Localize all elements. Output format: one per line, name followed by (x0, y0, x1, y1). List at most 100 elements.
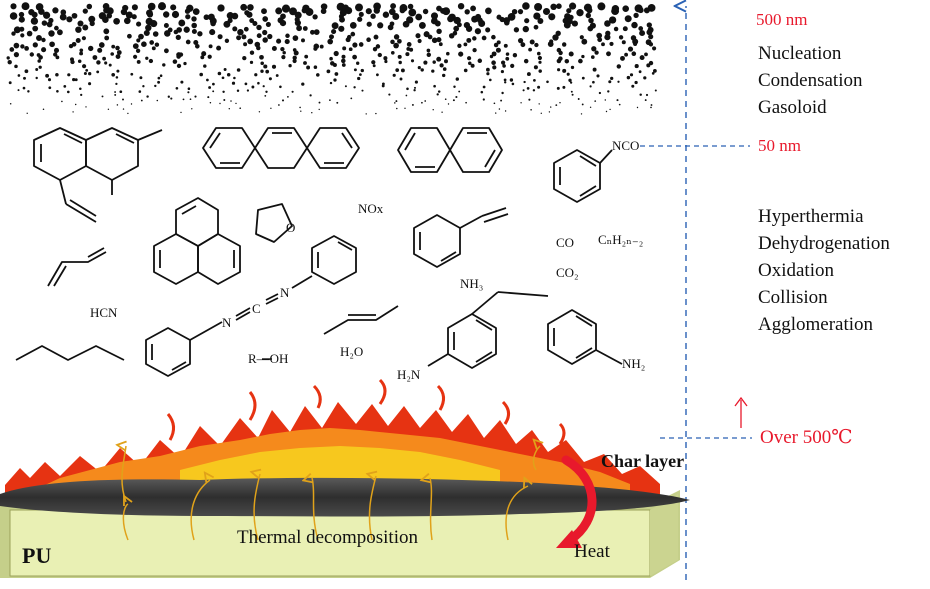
particle-dot (262, 37, 268, 43)
particle-dot (257, 81, 260, 85)
particle-dot (596, 32, 603, 39)
particle-dot (441, 73, 446, 78)
particle-dot (333, 50, 339, 57)
particle-dot (638, 70, 642, 74)
particle-dot (533, 79, 536, 82)
particle-dot (442, 7, 451, 16)
particle-dot (548, 111, 551, 113)
particle-dot (581, 54, 585, 59)
particle-dot (249, 50, 255, 55)
particle-dot (467, 56, 472, 61)
particle-dot (313, 65, 318, 69)
particle-dot (249, 18, 255, 24)
particle-dot (201, 51, 207, 57)
particle-dot (223, 20, 231, 28)
particle-dot (528, 47, 533, 52)
particle-dot (407, 3, 414, 10)
particle-dot (310, 29, 315, 35)
particle-dot (171, 10, 180, 19)
particle-dot (361, 89, 364, 92)
particle-dot (110, 52, 114, 56)
particle-dot (9, 12, 18, 20)
particle-dot (116, 104, 119, 106)
particle-dot (119, 90, 123, 94)
particle-dot (604, 34, 611, 41)
particle-dot (236, 89, 240, 92)
particle-dot (598, 91, 602, 95)
particle-dot (82, 64, 87, 69)
particle-dot (23, 76, 26, 80)
particle-dot (254, 73, 258, 77)
particle-dot (79, 51, 84, 56)
particle-dot (415, 33, 421, 39)
particle-dot (157, 76, 161, 80)
particle-dot (316, 73, 320, 77)
particle-dot (432, 109, 434, 111)
particle-dot (239, 107, 242, 110)
particle-dot (463, 42, 468, 47)
particle-dot (381, 84, 385, 88)
particle-dot (358, 11, 364, 17)
particle-dot (471, 15, 479, 23)
particle-dot (609, 41, 614, 46)
particle-dot (256, 45, 261, 51)
particle-dot (258, 111, 261, 113)
thf-oxygen: O (286, 220, 296, 235)
particle-dot (203, 14, 210, 21)
particle-dot (634, 64, 639, 69)
particle-dot (329, 81, 333, 85)
particle-dot (101, 95, 104, 98)
particle-dot (265, 69, 270, 74)
particle-dot (212, 82, 215, 86)
particle-dot (643, 7, 650, 14)
particle-dot (88, 82, 92, 86)
particle-dot (305, 8, 314, 16)
particle-dot (175, 34, 181, 41)
particle-dot (48, 86, 52, 90)
particle-dot (411, 103, 414, 106)
stage-dehydrogenation: Dehydrogenation (758, 233, 890, 254)
particle-dot (63, 85, 67, 88)
particle-dot (303, 61, 307, 65)
particle-dot (237, 28, 244, 36)
particle-dot (180, 111, 182, 114)
particle-dot (281, 99, 285, 102)
particle-dot (350, 31, 356, 37)
particle-dot (296, 25, 302, 32)
particle-dot (491, 51, 497, 57)
particle-dot (333, 78, 337, 82)
particle-dot (338, 25, 345, 32)
particle-dot (491, 34, 496, 40)
particle-dot (244, 82, 248, 86)
particle-dot (421, 101, 423, 104)
particle-dot (163, 23, 169, 28)
particle-dot (47, 78, 52, 82)
anthracene-structure (202, 127, 360, 169)
particle-dot (399, 77, 403, 81)
gas-evolution-arrows (122, 446, 540, 541)
particle-dot (278, 104, 280, 106)
particle-dot (217, 34, 223, 40)
particle-dot (470, 63, 475, 68)
particle-dot (261, 8, 267, 15)
particle-dot (285, 33, 290, 39)
particle-dot (447, 103, 450, 105)
char-layer (0, 477, 690, 517)
particle-dot (507, 13, 516, 21)
particle-dot (517, 8, 524, 15)
particle-dot (262, 29, 268, 36)
methyl-vinyl-naphthalene-structure (33, 127, 163, 223)
particle-dot (189, 98, 192, 101)
particle-dot (164, 30, 171, 37)
particle-dot (191, 28, 197, 35)
particle-dot (504, 20, 510, 26)
particle-dot (293, 50, 299, 56)
particle-dot (260, 61, 264, 66)
particle-dot (282, 50, 286, 55)
particle-dot (592, 67, 597, 72)
particle-dot (393, 42, 399, 49)
particle-dot (534, 42, 539, 48)
particle-dot (182, 98, 185, 101)
particle-dot (299, 106, 301, 109)
particle-dot (79, 87, 82, 91)
